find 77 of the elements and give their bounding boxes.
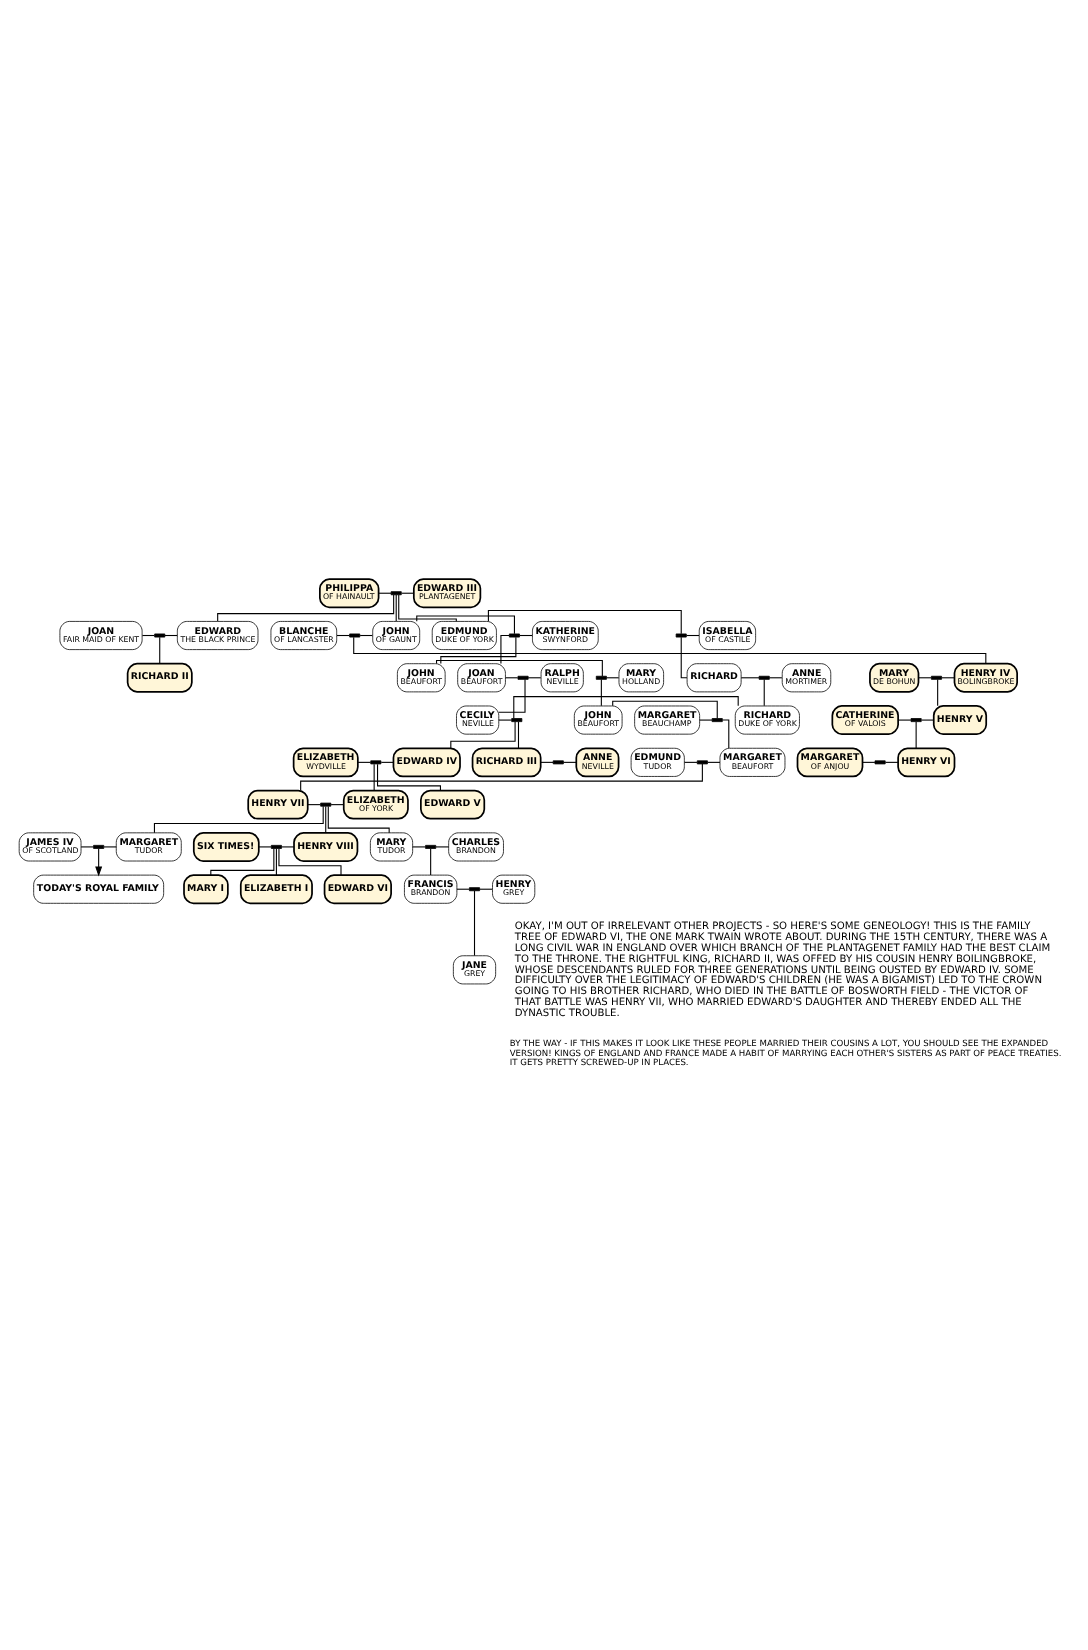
node-equals bbox=[390, 591, 402, 596]
connector bbox=[517, 721, 520, 749]
connector bbox=[498, 719, 513, 721]
connector bbox=[373, 763, 375, 791]
connector bbox=[740, 677, 760, 679]
connector bbox=[430, 848, 432, 876]
connector bbox=[278, 848, 342, 876]
connector bbox=[504, 677, 519, 679]
arrow bbox=[95, 848, 103, 877]
node-equals bbox=[874, 760, 886, 765]
connector bbox=[103, 846, 117, 848]
connector bbox=[683, 761, 698, 763]
node-equals bbox=[931, 675, 942, 680]
node-equals bbox=[320, 802, 332, 807]
node-equals bbox=[349, 633, 361, 638]
node-equals bbox=[711, 718, 723, 723]
connector bbox=[141, 634, 155, 637]
node-equals bbox=[758, 675, 770, 680]
node-equals bbox=[511, 718, 523, 723]
connector bbox=[721, 719, 730, 749]
connector bbox=[80, 846, 94, 848]
node-equals bbox=[552, 760, 564, 765]
connector bbox=[440, 636, 517, 665]
connector bbox=[513, 696, 739, 719]
connector bbox=[217, 594, 395, 622]
connector bbox=[498, 678, 526, 713]
node-equals bbox=[154, 633, 166, 638]
node-equals bbox=[910, 718, 922, 723]
connector bbox=[275, 848, 277, 876]
connector bbox=[920, 719, 935, 721]
connector bbox=[327, 805, 390, 834]
connector bbox=[258, 846, 272, 848]
connector bbox=[527, 677, 542, 679]
node-equals bbox=[270, 844, 282, 849]
connector bbox=[401, 592, 415, 594]
connector bbox=[606, 677, 620, 679]
connector bbox=[398, 594, 457, 622]
node-equals bbox=[93, 844, 105, 849]
connector bbox=[450, 721, 516, 749]
node-equals bbox=[469, 887, 480, 892]
node-equals bbox=[675, 633, 687, 638]
connector bbox=[435, 846, 450, 848]
connector bbox=[680, 636, 688, 679]
node-equals bbox=[508, 633, 520, 638]
connector bbox=[281, 846, 295, 848]
connector bbox=[357, 761, 372, 763]
connector bbox=[612, 700, 718, 719]
node-equals bbox=[595, 675, 607, 680]
connector bbox=[600, 679, 602, 707]
connector bbox=[378, 592, 392, 594]
connector bbox=[325, 805, 327, 834]
connector bbox=[884, 761, 899, 763]
connector bbox=[416, 615, 515, 635]
connector bbox=[456, 888, 470, 890]
connector bbox=[937, 679, 939, 707]
node-equals bbox=[425, 844, 437, 849]
node-equals bbox=[696, 760, 708, 765]
node-equals bbox=[370, 760, 382, 765]
connector bbox=[412, 846, 426, 848]
connector bbox=[210, 848, 275, 876]
connector bbox=[707, 761, 721, 763]
connector bbox=[699, 719, 713, 721]
connector bbox=[395, 594, 397, 622]
connector bbox=[330, 804, 345, 806]
connector bbox=[897, 719, 912, 721]
connector bbox=[435, 660, 603, 677]
connector bbox=[768, 677, 783, 679]
connector bbox=[159, 636, 161, 665]
connector bbox=[359, 634, 373, 637]
node-equals bbox=[517, 675, 529, 680]
connector bbox=[380, 761, 394, 763]
connector bbox=[763, 679, 765, 707]
connector bbox=[473, 890, 476, 957]
connector bbox=[562, 761, 577, 763]
connector bbox=[377, 763, 441, 791]
connector bbox=[915, 721, 917, 749]
connector bbox=[500, 634, 510, 665]
